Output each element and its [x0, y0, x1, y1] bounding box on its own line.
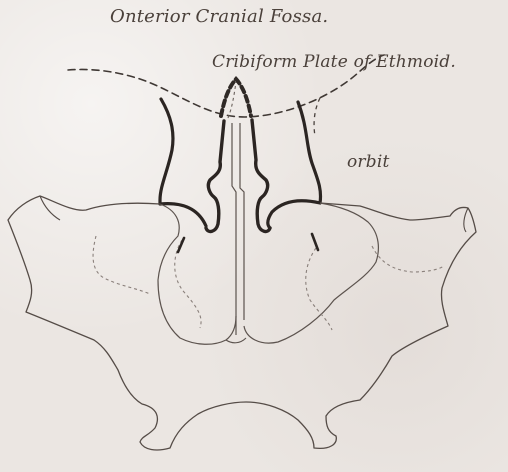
right-wing-faint-boundary [372, 246, 444, 272]
outer-bone-outline [8, 196, 476, 450]
cribriform-plate-label: Cribiform Plate of Ethmoid. [212, 52, 456, 72]
right-orbital-wall [268, 102, 321, 228]
orbit-label: orbit [347, 152, 390, 172]
right-inner-recess [306, 248, 332, 330]
central-septum-right [240, 123, 244, 320]
left-wing-faint-boundary [93, 236, 150, 294]
anterior-cranial-fossa-label: Onterior Cranial Fossa. [110, 6, 328, 27]
right-wing-tip [464, 208, 468, 232]
central-septum [232, 123, 236, 335]
left-inner-recess [175, 240, 201, 328]
left-inner-bold-mark [178, 238, 184, 252]
right-inner-contour [252, 120, 270, 231]
left-inner-contour [206, 121, 224, 231]
midline-base [226, 338, 246, 343]
cribriform-plate-dashed-apex [221, 79, 251, 116]
left-sphenoid-lobe [158, 204, 236, 344]
right-orbit-dashed-margin [314, 98, 320, 136]
right-sphenoid-lobe [244, 203, 378, 343]
right-inner-bold-mark [312, 234, 318, 250]
